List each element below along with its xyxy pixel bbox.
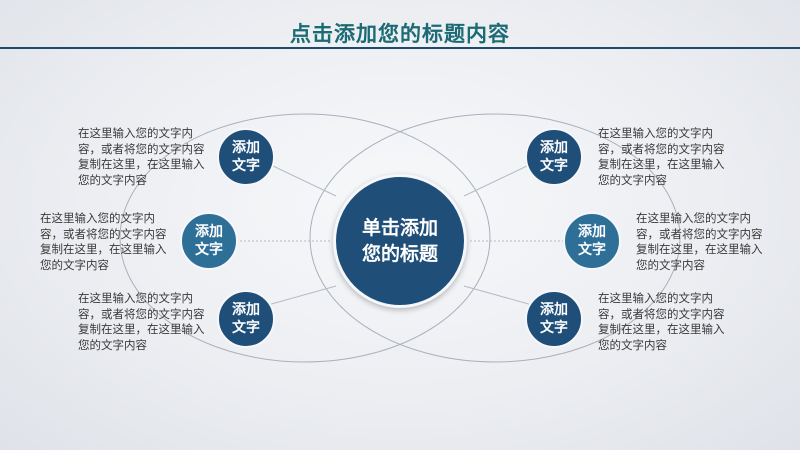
node-label-line1: 添加 [232, 140, 260, 156]
node-label-line2: 文字 [578, 242, 606, 258]
node-label-line1: 添加 [232, 302, 260, 318]
center-title-line1: 单击添加 [361, 217, 438, 239]
center-title-node[interactable]: 单击添加 您的标题 [333, 174, 467, 308]
desc-top-left: 在这里输入您的文字内容，或者将您的文字内容复制在这里，在这里输入您的文字内容 [78, 126, 205, 187]
node-label-line2: 文字 [540, 158, 568, 174]
node-label-line1: 添加 [195, 224, 223, 240]
center-title-line2: 您的标题 [361, 243, 438, 265]
title-divider [0, 47, 800, 49]
desc-bottom-left: 在这里输入您的文字内容，或者将您的文字内容复制在这里，在这里输入您的文字内容 [78, 291, 205, 352]
node-top-left[interactable]: 添加 文字 [217, 128, 275, 186]
node-top-right[interactable]: 添加 文字 [525, 128, 583, 186]
left-orbit-ellipse [119, 113, 491, 363]
node-bottom-left[interactable]: 添加 文字 [217, 290, 275, 348]
node-label-line2: 文字 [232, 158, 260, 174]
node-label-line2: 文字 [232, 320, 260, 336]
desc-mid-left: 在这里输入您的文字内容，或者将您的文字内容复制在这里，在这里输入您的文字内容 [40, 211, 167, 272]
node-label-line1: 添加 [540, 140, 568, 156]
node-mid-left[interactable]: 添加 文字 [180, 212, 238, 270]
node-label-line1: 添加 [578, 224, 606, 240]
node-label-line2: 文字 [195, 242, 223, 258]
desc-bottom-right: 在这里输入您的文字内容，或者将您的文字内容复制在这里，在这里输入您的文字内容 [598, 291, 725, 352]
page-title: 点击添加您的标题内容 [290, 22, 510, 46]
desc-mid-right: 在这里输入您的文字内容，或者将您的文字内容复制在这里，在这里输入您的文字内容 [636, 211, 763, 272]
node-label-line1: 添加 [540, 302, 568, 318]
node-bottom-right[interactable]: 添加 文字 [525, 290, 583, 348]
node-mid-right[interactable]: 添加 文字 [563, 212, 621, 270]
desc-top-right: 在这里输入您的文字内容，或者将您的文字内容复制在这里，在这里输入您的文字内容 [598, 126, 725, 187]
node-label-line2: 文字 [540, 320, 568, 336]
right-orbit-ellipse [309, 113, 681, 363]
